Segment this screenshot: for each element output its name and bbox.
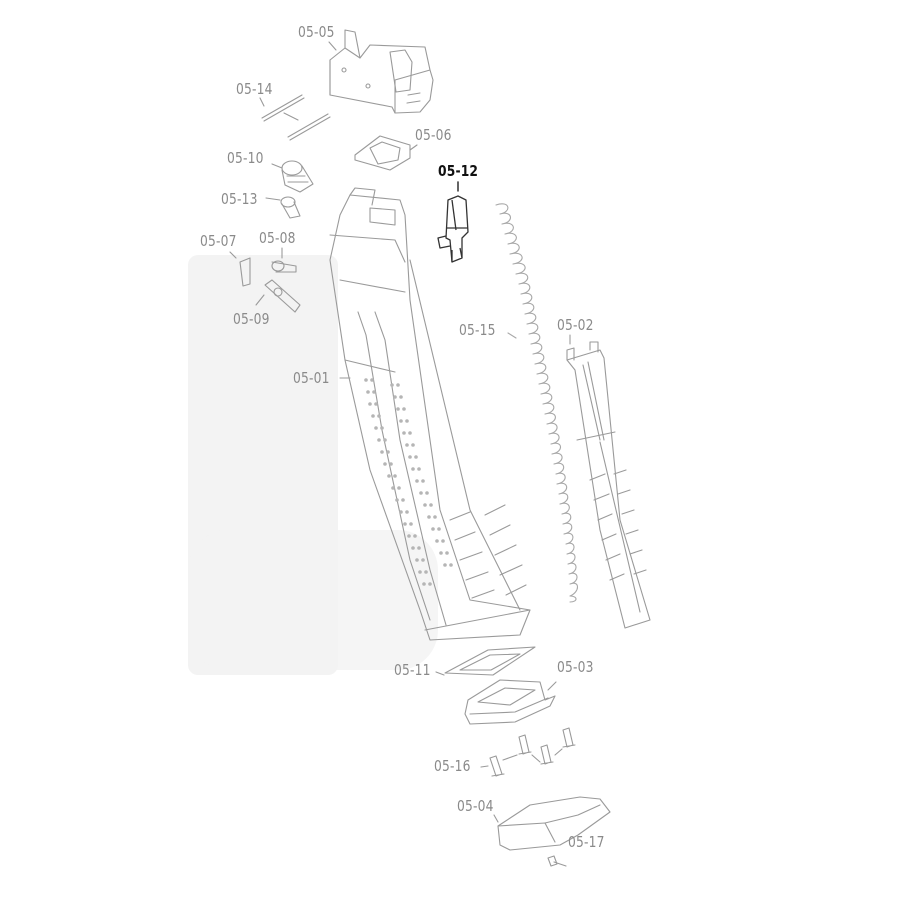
part-05-15-spring bbox=[495, 203, 579, 603]
part-label-05-11: 05-11 bbox=[394, 661, 431, 679]
part-05-10-fill-valve bbox=[271, 160, 314, 193]
part-05-06-cap bbox=[354, 135, 418, 171]
part-label-05-04: 05-04 bbox=[457, 797, 494, 815]
part-05-05-magazine-top bbox=[329, 29, 434, 114]
part-05-03-insert bbox=[464, 679, 557, 725]
part-label-05-12-highlighted: 05-12 bbox=[438, 162, 479, 180]
part-label-05-17: 05-17 bbox=[568, 833, 605, 851]
background-watermark bbox=[188, 530, 438, 670]
part-05-01-perforations bbox=[364, 378, 453, 586]
part-label-05-07: 05-07 bbox=[200, 232, 237, 250]
part-label-05-05: 05-05 bbox=[298, 23, 335, 41]
part-05-13-release-valve bbox=[265, 196, 301, 219]
part-label-05-03: 05-03 bbox=[557, 658, 594, 676]
part-05-02-follower-track bbox=[566, 334, 651, 629]
part-label-05-08: 05-08 bbox=[259, 229, 296, 247]
part-label-05-06: 05-06 bbox=[415, 126, 452, 144]
part-label-05-02: 05-02 bbox=[557, 316, 594, 334]
part-05-04-base-plate bbox=[493, 796, 611, 851]
part-label-05-16: 05-16 bbox=[434, 757, 471, 775]
part-label-05-13: 05-13 bbox=[221, 190, 258, 208]
part-05-08-knocker bbox=[271, 247, 297, 273]
part-label-05-01: 05-01 bbox=[293, 369, 330, 387]
part-05-17-set-screw bbox=[547, 855, 567, 867]
part-label-05-09: 05-09 bbox=[233, 310, 270, 328]
leader-lines bbox=[259, 41, 459, 379]
part-05-09-lever bbox=[255, 279, 301, 313]
part-05-16-screws bbox=[480, 727, 576, 777]
part-label-05-15: 05-15 bbox=[459, 321, 496, 339]
part-05-01-magazine-body bbox=[329, 187, 531, 641]
part-label-05-10: 05-10 bbox=[227, 149, 264, 167]
part-label-05-14: 05-14 bbox=[236, 80, 273, 98]
part-05-07-latch bbox=[229, 251, 251, 287]
part-05-01-ribs bbox=[449, 504, 527, 599]
part-05-14-pins bbox=[261, 94, 331, 141]
part-05-12-follower bbox=[437, 195, 469, 263]
part-05-11-gasket bbox=[435, 646, 536, 676]
